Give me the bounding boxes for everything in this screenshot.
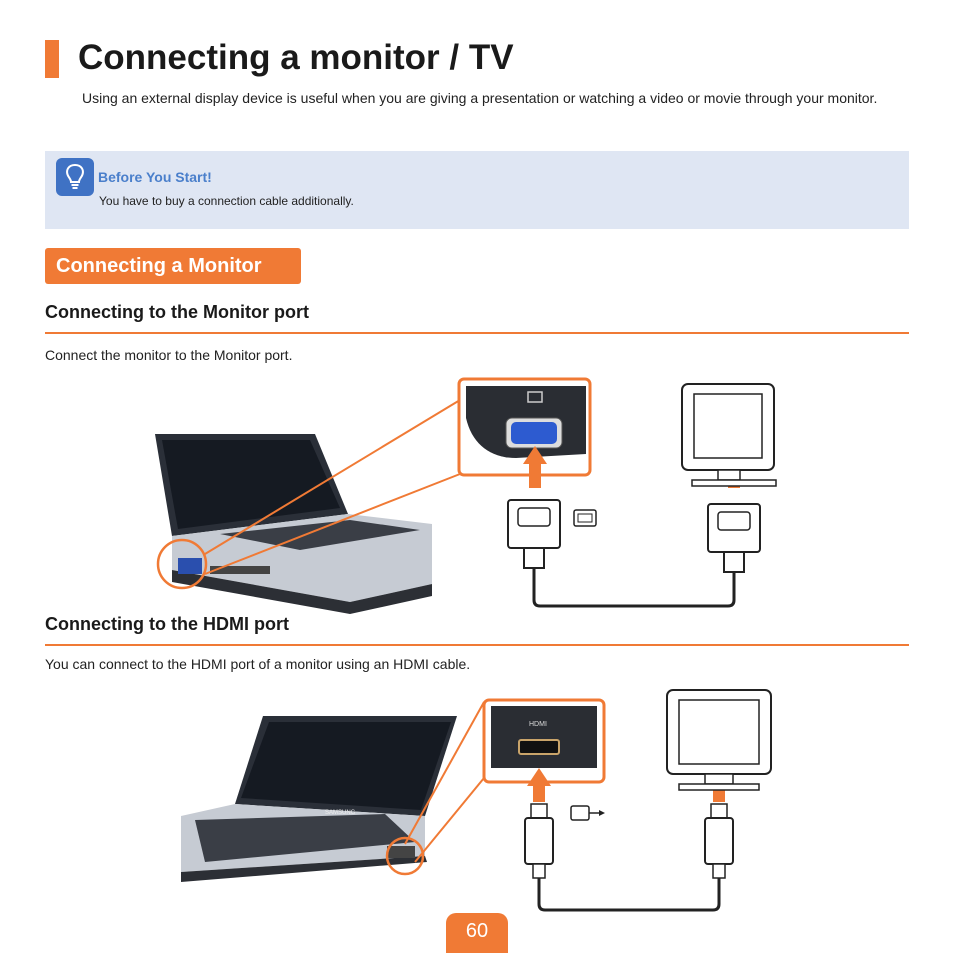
hdmi-port-rule: [45, 644, 909, 646]
port-highlight-circle: [156, 538, 208, 590]
monitor-port-icon: [573, 509, 597, 527]
arrow-up-icon: [523, 446, 547, 488]
laptop-image: [155, 434, 432, 614]
arrow-up-icon: [527, 768, 551, 802]
laptop-brand: SAMSUNG: [325, 810, 356, 816]
page-title: Connecting a monitor / TV: [78, 38, 514, 77]
intro-text: Using an external display device is usef…: [82, 90, 878, 106]
laptop-image: SAMSUNG: [181, 716, 457, 882]
monitor-port-rule: [45, 332, 909, 334]
lightbulb-icon: [56, 158, 94, 196]
page-number-tab: [446, 913, 508, 953]
vga-cable: [532, 568, 736, 608]
note-title: Before You Start!: [98, 169, 212, 185]
tv-output-icon: [570, 805, 605, 821]
port-highlight-circle: [385, 836, 425, 876]
hdmi-connector: [704, 803, 734, 879]
hdmi-connector: [524, 803, 554, 879]
monitor-port-text: Connect the monitor to the Monitor port.: [45, 347, 293, 363]
vga-connector: [707, 503, 761, 573]
hdmi-port-heading: Connecting to the HDMI port: [45, 614, 289, 634]
monitor-image: [681, 383, 777, 487]
page-number: 60: [465, 920, 489, 942]
hdmi-cable: [537, 878, 721, 912]
section-tab: [45, 248, 301, 284]
hdmi-port-illustration: SAMSUNG HDMI: [181, 689, 772, 912]
monitor-port-heading: Connecting to the Monitor port: [45, 302, 309, 322]
note-text: You have to buy a connection cable addit…: [99, 194, 354, 208]
hdmi-port-label: HDMI: [529, 721, 547, 728]
hdmi-port-text: You can connect to the HDMI port of a mo…: [45, 656, 471, 672]
vga-connector: [507, 499, 561, 569]
monitor-port-illustration: [155, 377, 777, 614]
monitor-image: [666, 689, 772, 791]
title-accent-bar: [45, 40, 59, 78]
before-you-start-box: [45, 151, 909, 229]
section-label: Connecting a Monitor: [56, 255, 262, 277]
